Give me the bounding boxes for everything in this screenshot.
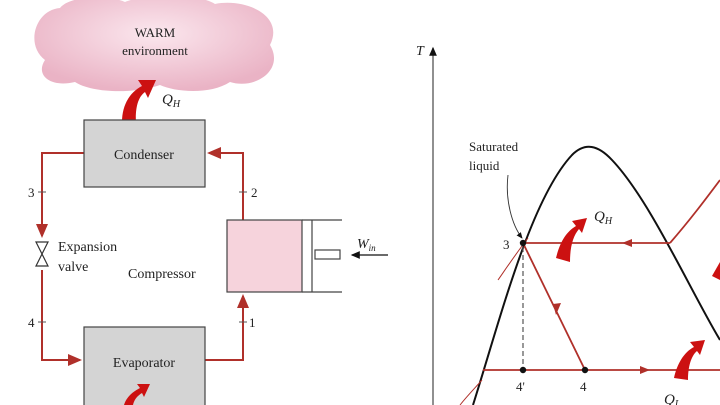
evaporator-label: Evaporator	[113, 356, 176, 371]
compressor-cylinder	[226, 219, 303, 293]
win-label: Win	[357, 237, 376, 253]
ts-point-3-label: 3	[503, 237, 510, 252]
cloud-label-line2: environment	[122, 43, 188, 58]
saturated-liquid-note-line2: liquid	[469, 158, 500, 173]
ts-ql-arrow-icon	[674, 340, 705, 380]
condenser-label: Condenser	[114, 148, 174, 163]
qh-label: QH	[162, 92, 181, 110]
t-axis-label: T	[416, 44, 425, 59]
ts-point-4prime-label: 4'	[516, 379, 525, 394]
ts-qh-label: QH	[594, 209, 613, 227]
ts-ql-label: QL	[664, 392, 681, 405]
refrigerant-piping	[36, 147, 249, 366]
heat-absorption-arrow-icon	[124, 384, 150, 405]
condenser-box	[83, 119, 206, 188]
cloud-label-line1: WARM	[135, 25, 176, 40]
expansion-valve-icon	[35, 241, 49, 267]
ts-qh-arrow-icon	[556, 218, 587, 262]
state-3-label: 3	[28, 185, 35, 200]
valve-label-line2: valve	[58, 260, 88, 275]
saturated-liquid-note-line1: Saturated	[469, 139, 519, 154]
state-1-label: 1	[249, 315, 256, 330]
compressor-label: Compressor	[128, 267, 196, 282]
heat-rejection-arrow-icon	[122, 80, 156, 124]
state-4-label: 4	[28, 315, 35, 330]
ts-point-4-label: 4	[580, 379, 587, 394]
saturation-dome	[472, 145, 720, 405]
valve-label-line1: Expansion	[58, 240, 117, 255]
warm-environment-cloud: WARM environment	[34, 0, 275, 92]
note-pointer	[506, 174, 523, 239]
state-2-label: 2	[251, 185, 258, 200]
compressor-piston	[302, 219, 342, 293]
